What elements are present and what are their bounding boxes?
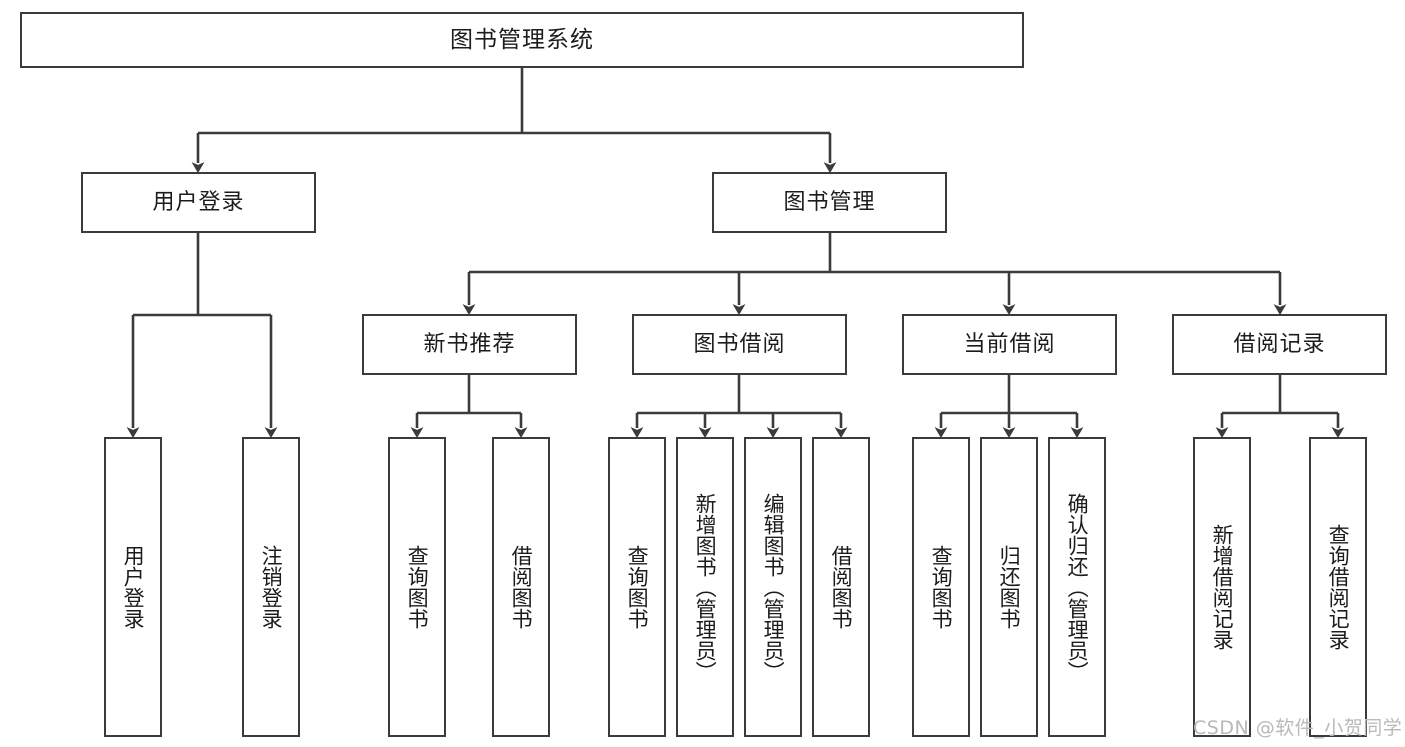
- leaf-edit-book-admin[interactable]: 编辑图书（管理员）: [744, 437, 802, 737]
- node-label: 借阅记录: [1233, 331, 1326, 357]
- node-label: 当前借阅: [963, 331, 1056, 357]
- node-new-book-recommend[interactable]: 新书推荐: [362, 314, 577, 375]
- watermark: CSDN @软件_小贺同学: [1193, 717, 1403, 739]
- node-label: 查询图书: [929, 545, 954, 629]
- node-root-book-management-system[interactable]: 图书管理系统: [20, 12, 1024, 68]
- leaf-borrow-book-recommend[interactable]: 借阅图书: [492, 437, 550, 737]
- node-label: 新书推荐: [423, 331, 516, 357]
- leaf-query-book-recommend[interactable]: 查询图书: [388, 437, 446, 737]
- node-label: 归还图书: [997, 545, 1022, 629]
- leaf-confirm-return-admin[interactable]: 确认归还（管理员）: [1048, 437, 1106, 737]
- leaf-add-book-admin[interactable]: 新增图书（管理员）: [676, 437, 734, 737]
- node-book-borrow[interactable]: 图书借阅: [632, 314, 847, 375]
- node-label: 新增借阅记录: [1210, 524, 1235, 650]
- node-label: 用户登录: [152, 189, 245, 215]
- node-label: 注销登录: [259, 545, 284, 629]
- node-label: 用户登录: [121, 545, 146, 629]
- node-label: 查询图书: [625, 545, 650, 629]
- node-label: 图书管理系统: [450, 26, 594, 53]
- leaf-query-book-borrow[interactable]: 查询图书: [608, 437, 666, 737]
- leaf-return-book[interactable]: 归还图书: [980, 437, 1038, 737]
- leaf-add-borrow-record[interactable]: 新增借阅记录: [1193, 437, 1251, 737]
- node-label: 图书管理: [783, 189, 876, 215]
- node-label: 新增图书（管理员）: [693, 492, 718, 682]
- leaf-user-login[interactable]: 用户登录: [104, 437, 162, 737]
- leaf-query-book-current[interactable]: 查询图书: [912, 437, 970, 737]
- node-label: 确认归还（管理员）: [1065, 492, 1090, 682]
- leaf-user-logout[interactable]: 注销登录: [242, 437, 300, 737]
- node-label: 查询借阅记录: [1326, 524, 1351, 650]
- node-label: 借阅图书: [829, 545, 854, 629]
- leaf-borrow-book[interactable]: 借阅图书: [812, 437, 870, 737]
- node-borrow-record[interactable]: 借阅记录: [1172, 314, 1387, 375]
- node-current-borrow[interactable]: 当前借阅: [902, 314, 1117, 375]
- node-label: 图书借阅: [693, 331, 786, 357]
- node-label: 查询图书: [405, 545, 430, 629]
- node-label: 借阅图书: [509, 545, 534, 629]
- node-user-login[interactable]: 用户登录: [81, 172, 316, 233]
- node-book-management[interactable]: 图书管理: [712, 172, 947, 233]
- leaf-query-borrow-record[interactable]: 查询借阅记录: [1309, 437, 1367, 737]
- node-label: 编辑图书（管理员）: [761, 492, 786, 682]
